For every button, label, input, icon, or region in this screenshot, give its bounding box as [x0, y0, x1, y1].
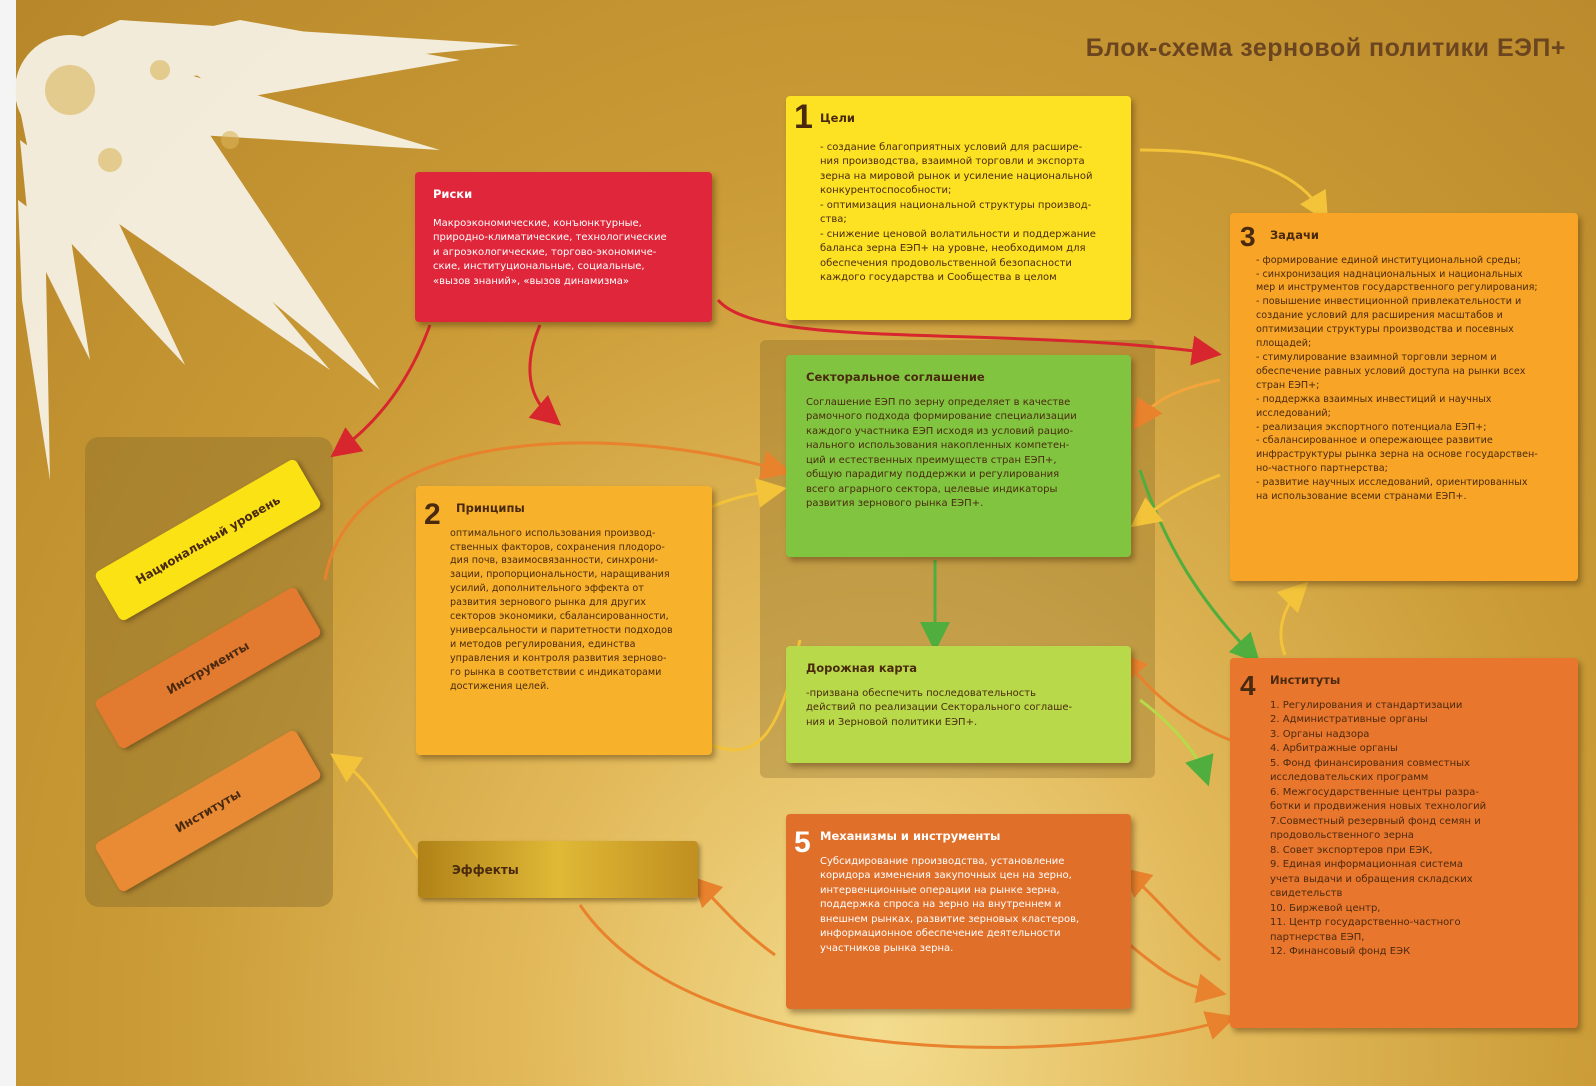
level-institutes-label: Институты	[172, 786, 244, 836]
goals-title: Цели	[820, 111, 855, 125]
arrow-mechanisms-to-effects	[691, 876, 776, 957]
effects-bar: Эффекты	[418, 841, 698, 898]
risks-title: Риски	[433, 187, 473, 201]
arrow-effects-to-levels	[330, 753, 422, 861]
arrow-goals-to-tasks	[1139, 148, 1329, 223]
mechanisms-text: Субсидирование производства, установлени…	[820, 855, 1080, 954]
tasks-box: 3 Задачи - формирование единой институци…	[1230, 213, 1578, 581]
tasks-title: Задачи	[1270, 228, 1319, 242]
wheat-ray	[20, 110, 185, 365]
diagram-title: Блок-схема зерновой политики ЕЭП+	[1085, 34, 1566, 62]
arrow-mechanisms-to-institutes	[1129, 943, 1227, 1004]
roadmap-text: -призвана обеспечить последовательность …	[806, 687, 1073, 728]
effects-label: Эффекты	[452, 862, 519, 877]
arrow-bottom-loop	[578, 904, 1237, 1049]
arrow-principles-to-sectoral	[704, 478, 787, 512]
institutes-number: 4	[1240, 670, 1256, 701]
risks-text: Макроэкономические, конъюнктурные, приро…	[433, 217, 667, 287]
arrow-tasks-to-sectoral-2	[1130, 473, 1221, 528]
window-edge	[0, 0, 16, 1086]
mechanisms-title: Механизмы и инструменты	[820, 829, 1001, 843]
sectoral-agreement-title: Секторальное соглашение	[806, 370, 985, 384]
mechanisms-box: 5 Механизмы и инструменты Субсидирование…	[786, 814, 1131, 1009]
wheat-ray	[18, 200, 50, 480]
arrow-principles-loop	[699, 639, 802, 752]
wheat-ray	[20, 140, 90, 360]
goals-text: - создание благоприятных условий для рас…	[820, 141, 1096, 284]
wheat-sunburst-decoration	[15, 20, 520, 480]
arrow-roadmap-to-institutes	[1139, 698, 1214, 787]
arrow-tasks-to-sectoral	[1133, 378, 1221, 430]
goals-number: 1	[794, 98, 813, 136]
principles-title: Принципы	[456, 501, 525, 515]
arrow-institutes-to-tasks	[1276, 581, 1309, 656]
arrow-risks-to-tasks	[716, 299, 1222, 366]
principles-text: оптимального использования производ- ств…	[450, 527, 673, 692]
roadmap-title: Дорожная карта	[806, 661, 918, 675]
arrow-risks-to-levels	[330, 324, 432, 458]
principles-box: 2 Принципы оптимального использования пр…	[416, 486, 712, 755]
arrow-institutes-to-mechanisms	[1120, 867, 1221, 962]
roadmap-box: Дорожная карта -призвана обеспечить посл…	[786, 646, 1131, 763]
wheat-ray	[150, 20, 460, 100]
arrow-levels-to-sectoral	[323, 441, 792, 581]
principles-number: 2	[424, 498, 441, 531]
wheat-ray	[120, 120, 380, 390]
institutes-title: Институты	[1270, 673, 1341, 687]
sectoral-agreement-box: Секторальное соглашение Соглашение ЕЭП п…	[786, 355, 1131, 557]
mechanisms-number: 5	[794, 826, 811, 859]
tasks-number: 3	[1240, 221, 1256, 252]
risks-box: Риски Макроэкономические, конъюнктурные,…	[415, 172, 712, 322]
arrow-risks-to-principles	[528, 324, 562, 426]
sectoral-agreement-text: Соглашение ЕЭП по зерну определяет в кач…	[806, 396, 1077, 510]
institutes-text: 1. Регулирования и стандартизации 2. Адм…	[1270, 699, 1487, 958]
tasks-text: - формирование единой институциональной …	[1256, 254, 1538, 503]
goals-box: 1 Цели - создание благоприятных условий …	[786, 96, 1131, 320]
institutes-box: 4 Институты 1. Регулирования и стандарти…	[1230, 658, 1578, 1028]
arrow-institutes-to-roadmap	[1117, 650, 1231, 742]
